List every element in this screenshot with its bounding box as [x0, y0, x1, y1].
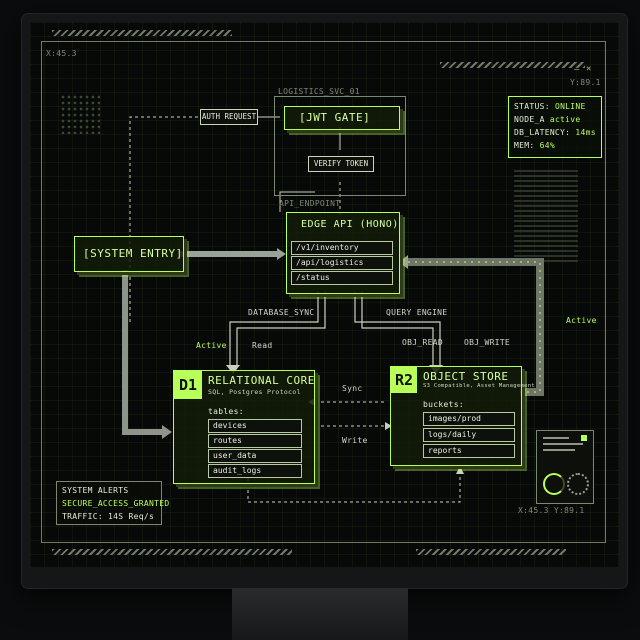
active-left-label: Active: [196, 341, 227, 350]
active-right-label: Active: [566, 316, 597, 325]
top-left-hatch: [52, 30, 232, 36]
top-right-hatch: [440, 62, 585, 68]
alerts-message: SECURE_ACCESS_GRANTED: [62, 499, 170, 508]
bottom-right-hatch: [416, 549, 566, 555]
r2-object-store-box[interactable]: R2 OBJECT STORE S3 Compatible, Asset Man…: [390, 366, 535, 466]
db-latency-label: DB_LATENCY:: [514, 128, 571, 137]
logistics-svc-frame: [274, 96, 406, 196]
coord-top-right: Y:89.1: [570, 78, 601, 87]
obj-write-label: OBJ_WRITE: [464, 338, 511, 347]
d1-table-item[interactable]: devices: [208, 419, 302, 433]
logistics-svc-label: LOGISTICS_SVC_01: [278, 87, 360, 96]
node-value: active: [549, 115, 581, 124]
d1-subtitle: SQL, Postgres Protocol: [208, 388, 301, 396]
gauge-dial-icon: [567, 473, 589, 495]
sync-label: Sync: [342, 384, 363, 393]
system-entry-box[interactable]: [SYSTEM ENTRY]: [74, 236, 184, 272]
r2-bucket-item[interactable]: images/prod: [423, 412, 515, 426]
api-endpoint-label: API_ENDPOINT: [279, 199, 341, 208]
r2-buckets-label: buckets:: [423, 400, 464, 409]
jwt-gate-title: [JWT GATE]: [299, 111, 371, 124]
d1-title: RELATIONAL CORE: [208, 374, 315, 387]
mem-value: 64%: [539, 141, 555, 150]
r2-bucket-item[interactable]: reports: [423, 444, 515, 458]
gauge-widget: [536, 430, 594, 504]
mem-label: MEM:: [514, 141, 535, 150]
verify-token-button[interactable]: VERIFY TOKEN: [308, 156, 374, 172]
d1-table-item[interactable]: routes: [208, 434, 302, 448]
db-latency-value: 14ms: [575, 128, 596, 137]
system-alerts-panel: SYSTEM ALERTS SECURE_ACCESS_GRANTED TRAF…: [56, 481, 169, 525]
monitor-screen: – ✕ X:45.3 Y:89.1 X:45.3 Y:89.1: [30, 22, 619, 567]
monitor-stand: [232, 588, 408, 640]
r2-bucket-item[interactable]: logs/daily: [423, 428, 515, 442]
r2-badge: R2: [391, 367, 417, 393]
window-minimize-icon[interactable]: –: [574, 65, 580, 75]
status-panel: STATUS: ONLINE NODE_A active DB_LATENCY:…: [508, 96, 602, 158]
write-label: Write: [342, 436, 368, 445]
query-engine-label: QUERY ENGINE: [386, 308, 448, 317]
d1-badge: D1: [174, 371, 202, 399]
edge-api-box[interactable]: EDGE API (HONO) /v1/inventory /api/logis…: [286, 212, 400, 294]
gauge-line: [543, 437, 569, 439]
data-stripes: [514, 170, 578, 262]
d1-table-item[interactable]: audit_logs: [208, 464, 302, 478]
pixel-cluster-left: [60, 94, 100, 134]
edge-route-item[interactable]: /v1/inventory: [291, 241, 393, 255]
system-entry-label: [SYSTEM ENTRY]: [83, 247, 183, 260]
d1-tables-label: tables:: [208, 407, 244, 416]
edge-route-item[interactable]: /status: [291, 271, 393, 285]
node-label: NODE_A: [514, 115, 545, 124]
gauge-line: [543, 449, 575, 451]
status-label: STATUS:: [514, 102, 550, 111]
coord-top-left: X:45.3: [46, 49, 77, 58]
auth-request-label: AUTH REQUEST: [200, 109, 258, 125]
jwt-gate-box[interactable]: [JWT GATE]: [284, 106, 400, 130]
d1-relational-core-box[interactable]: D1 RELATIONAL CORE SQL, Postgres Protoco…: [173, 370, 315, 484]
r2-title: OBJECT STORE: [423, 370, 509, 383]
alerts-traffic: TRAFFIC: 14S Req/s: [62, 512, 155, 521]
status-value: ONLINE: [554, 102, 586, 111]
edge-route-item[interactable]: /api/logistics: [291, 256, 393, 270]
bottom-left-hatch: [52, 549, 292, 555]
hud-frame: [41, 41, 606, 543]
r2-subtitle: S3 Compatible, Asset Management: [423, 383, 535, 389]
edge-api-title: EDGE API (HONO): [301, 219, 399, 230]
gauge-dial-icon: [543, 473, 565, 495]
d1-table-item[interactable]: user_data: [208, 449, 302, 463]
window-close-icon[interactable]: ✕: [586, 64, 592, 74]
read-label: Read: [252, 341, 273, 350]
coord-bottom-right: X:45.3 Y:89.1: [518, 506, 585, 515]
indicator-light-icon: [581, 435, 587, 441]
obj-read-label: OBJ_READ: [402, 338, 443, 347]
alerts-title: SYSTEM ALERTS: [62, 486, 129, 495]
database-sync-label: DATABASE_SYNC: [248, 308, 315, 317]
gauge-line: [543, 443, 583, 445]
